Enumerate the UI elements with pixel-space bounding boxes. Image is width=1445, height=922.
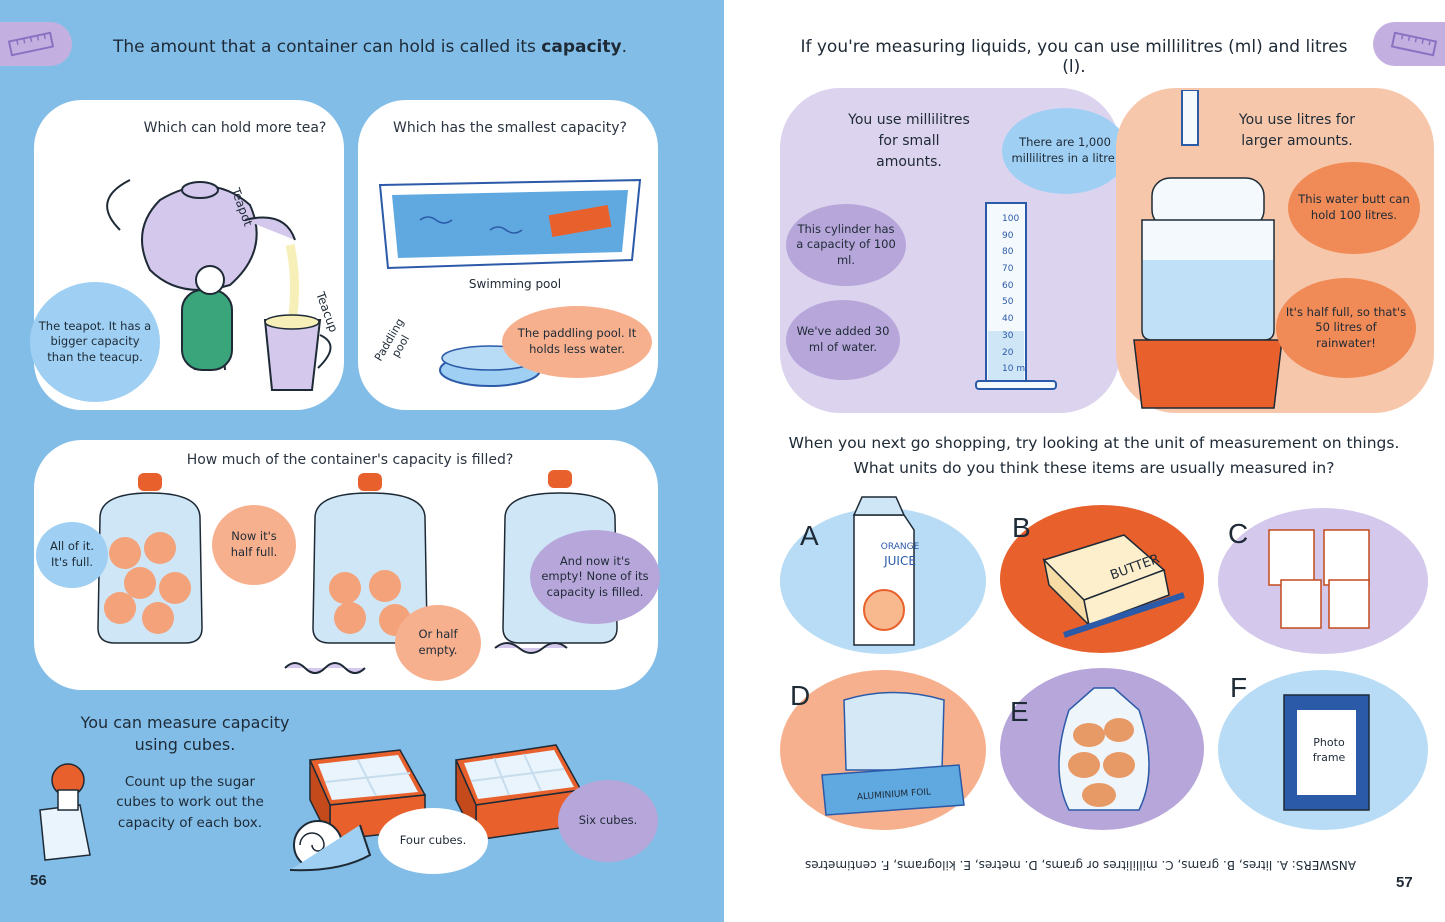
litres-intro: You use litres for larger amounts. <box>1238 112 1356 149</box>
full-jar-bubble: All of it. It's full. <box>36 522 108 588</box>
four-cubes-bubble: Four cubes. <box>378 808 488 874</box>
empty-jar-bubble: And now it's empty! None of its capacity… <box>530 530 660 624</box>
cylinder-scale: 100 90 80 70 60 50 40 30 20 10 ml <box>1002 214 1042 381</box>
full-jar <box>97 473 203 644</box>
water-butt-illustration <box>1133 90 1283 409</box>
cylinder-bubble: This cylinder has a capacity of 100 ml. <box>786 204 906 286</box>
teapot-answer-bubble: The teapot. It has a bigger capacity tha… <box>30 282 160 402</box>
scale-mark: 20 <box>1002 347 1014 358</box>
item-c-letter: C <box>1228 518 1249 549</box>
item-b-letter: B <box>1012 512 1031 543</box>
potatoes-bag <box>1058 687 1150 811</box>
aluminium-foil-box <box>821 691 965 816</box>
item-e-letter: E <box>1010 696 1029 727</box>
scale-mark: 80 <box>1002 247 1014 258</box>
tea-question: Which can hold more tea? <box>143 120 327 136</box>
swimming-pool-label: Swimming pool <box>468 277 562 291</box>
yoghurt-pots <box>1268 529 1370 629</box>
item-f-caption-1: Photo <box>1313 736 1345 749</box>
page-number-right: 57 <box>1396 874 1413 891</box>
six-cube-box <box>454 744 583 841</box>
snail-illustration <box>289 820 372 872</box>
six-cubes-bubble: Six cubes. <box>558 780 658 862</box>
scale-mark: 100 <box>1002 214 1020 224</box>
ruler-tab-right <box>1373 22 1445 66</box>
shopping-heading-2: What units do you think these items are … <box>853 459 1335 477</box>
item-a-caption-1: ORANGE <box>880 542 920 552</box>
thousand-ml-bubble: There are 1,000 millilitres in a litre. <box>1002 108 1128 194</box>
half-empty-bubble: Or half empty. <box>395 605 481 681</box>
half-full-bubble: It's half full, so that's 50 litres of r… <box>1276 278 1416 378</box>
scale-mark: 30 <box>1002 330 1014 341</box>
ruler-tab <box>0 22 72 66</box>
left-page: The amount that a container can hold is … <box>0 0 724 922</box>
measuring-cylinder <box>975 202 1057 390</box>
answers-upside-down: ANSWERS: A. litres, B. grams, C. millili… <box>805 858 1356 872</box>
cubes-heading: You can measure capacity using cubes. <box>80 713 290 755</box>
cubes-text: Count up the sugar cubes to work out the… <box>116 774 264 831</box>
page-number-left: 56 <box>30 872 47 889</box>
pool-question: Which has the smallest capacity? <box>393 120 627 136</box>
shopping-heading-1: When you next go shopping, try looking a… <box>788 434 1400 452</box>
item-d-letter: D <box>790 680 811 711</box>
water-butt-bubble: This water butt can hold 100 litres. <box>1288 162 1420 254</box>
scale-mark: 40 <box>1002 314 1014 325</box>
photo-frame-illustration <box>1283 694 1370 811</box>
item-f-caption-2: frame <box>1312 751 1346 764</box>
right-heading: If you're measuring liquids, you can use… <box>800 37 1348 77</box>
scale-mark: 70 <box>1002 264 1014 275</box>
scale-mark: 50 <box>1002 297 1014 308</box>
scale-mark: 90 <box>1002 230 1014 241</box>
scale-mark: 60 <box>1002 280 1014 291</box>
paddling-pool-bubble: The paddling pool. It holds less water. <box>502 306 652 378</box>
half-jar <box>312 473 428 644</box>
jars-question: How much of the container's capacity is … <box>186 452 514 468</box>
swimming-pool-illustration <box>378 178 642 387</box>
butter-block <box>1042 534 1185 638</box>
sugar-cube-stack <box>39 763 91 861</box>
right-page: If you're measuring liquids, you can use… <box>724 0 1445 922</box>
ruler-icon <box>1391 31 1437 57</box>
scale-mark: 10 ml <box>1002 364 1028 375</box>
millilitres-intro: You use millilitres for small amounts. <box>848 112 970 170</box>
orange-juice-carton <box>852 496 915 646</box>
item-c-circle <box>1218 508 1428 654</box>
capacity-keyword: capacity <box>541 37 622 57</box>
item-a-caption-2: JUICE <box>884 554 916 568</box>
item-f-letter: F <box>1230 672 1248 703</box>
teapot-illustration <box>106 179 332 391</box>
page-heading: The amount that a container can hold is … <box>113 37 627 57</box>
added-water-bubble: We've added 30 ml of water. <box>786 300 900 380</box>
half-jar-bubble: Now it's half full. <box>212 505 296 585</box>
ruler-icon <box>8 31 54 57</box>
item-a-letter: A <box>800 520 819 551</box>
